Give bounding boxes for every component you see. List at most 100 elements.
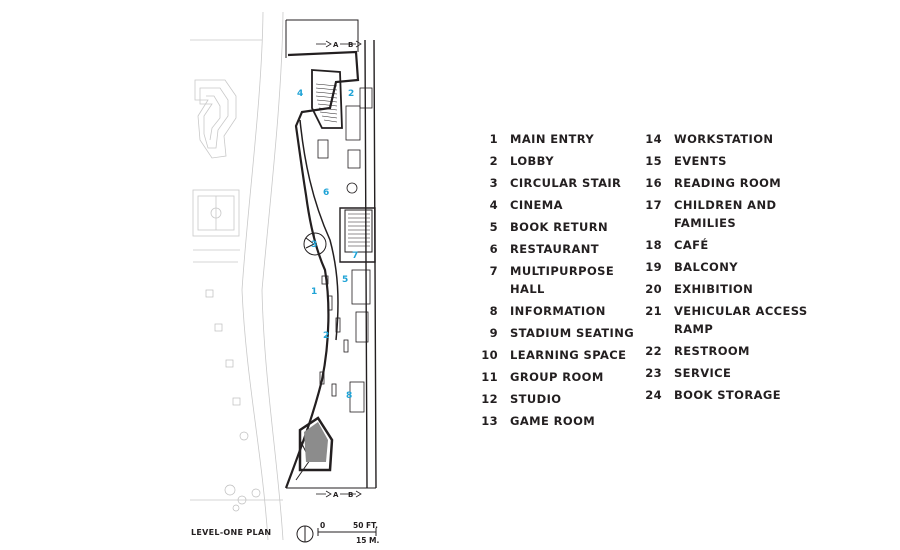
legend-number: 7 bbox=[489, 264, 498, 278]
legend-number: 17 bbox=[645, 198, 662, 212]
legend-item: 17 CHILDREN AND FAMILIES bbox=[640, 196, 810, 232]
legend-number: 23 bbox=[645, 366, 662, 380]
legend-number: 14 bbox=[645, 132, 662, 146]
legend-number: 21 bbox=[645, 304, 662, 318]
legend-item: 3 CIRCULAR STAIR bbox=[476, 174, 636, 192]
legend-label: BOOK RETURN bbox=[510, 220, 609, 234]
legend-item: 24 BOOK STORAGE bbox=[640, 386, 810, 404]
legend-item: 16 READING ROOM bbox=[640, 174, 810, 192]
legend-number: 2 bbox=[489, 154, 498, 168]
interior-walls bbox=[317, 87, 373, 413]
scale-feet-label: 50 FT. bbox=[353, 521, 378, 530]
legend-label: GAME ROOM bbox=[510, 414, 596, 428]
legend-label: BOOK STORAGE bbox=[674, 388, 781, 402]
legend-item: 7 MULTIPURPOSE HALL bbox=[476, 262, 636, 298]
section-a-bottom-label: A bbox=[333, 491, 339, 499]
legend-number: 9 bbox=[489, 326, 498, 340]
legend-number: 5 bbox=[489, 220, 498, 234]
legend-label: RESTAURANT bbox=[510, 242, 600, 256]
legend-item: 4 CINEMA bbox=[476, 196, 636, 214]
legend-label: WORKSTATION bbox=[674, 132, 774, 146]
scale-bar bbox=[317, 528, 377, 536]
scale-meters-label: 15 M. bbox=[356, 536, 380, 545]
legend-number: 16 bbox=[645, 176, 662, 190]
legend-item: 6 RESTAURANT bbox=[476, 240, 636, 258]
room-label: 2 bbox=[348, 89, 354, 99]
legend-item: 1 MAIN ENTRY bbox=[476, 130, 636, 148]
legend-label: MULTIPURPOSE HALL bbox=[510, 264, 615, 296]
legend-label: EXHIBITION bbox=[674, 282, 754, 296]
legend-label: CINEMA bbox=[510, 198, 563, 212]
legend-number: 10 bbox=[481, 348, 498, 362]
legend-item: 12 STUDIO bbox=[476, 390, 636, 408]
legend-number: 6 bbox=[489, 242, 498, 256]
legend-item: 2 LOBBY bbox=[476, 152, 636, 170]
game-room-hatch bbox=[304, 422, 328, 462]
legend-number: 19 bbox=[645, 260, 662, 274]
legend-label: RESTROOM bbox=[674, 344, 750, 358]
legend-item: 8 INFORMATION bbox=[476, 302, 636, 320]
legend-number: 24 bbox=[645, 388, 662, 402]
room-label: 7 bbox=[352, 251, 358, 261]
legend-item: 15 EVENTS bbox=[640, 152, 810, 170]
legend-number: 11 bbox=[481, 370, 498, 384]
legend-label: INFORMATION bbox=[510, 304, 606, 318]
legend-number: 13 bbox=[481, 414, 498, 428]
legend-label: CAFÉ bbox=[674, 238, 709, 252]
section-b-bottom-label: B bbox=[348, 491, 353, 499]
multipurpose-hall-hatch bbox=[348, 213, 370, 247]
legend-item: 19 BALCONY bbox=[640, 258, 810, 276]
legend-label: BALCONY bbox=[674, 260, 738, 274]
room-label: 8 bbox=[346, 391, 352, 401]
legend-label: STADIUM SEATING bbox=[510, 326, 635, 340]
legend-label: CIRCULAR STAIR bbox=[510, 176, 622, 190]
legend-label: LOBBY bbox=[510, 154, 554, 168]
legend-item: 23 SERVICE bbox=[640, 364, 810, 382]
legend-item: 9 STADIUM SEATING bbox=[476, 324, 636, 342]
legend-column-1: 1 MAIN ENTRY 2 LOBBY 3 CIRCULAR STAIR 4 CINEMA 5… bbox=[476, 130, 636, 434]
section-b-top-label: B bbox=[348, 41, 353, 49]
legend-item: 14 WORKSTATION bbox=[640, 130, 810, 148]
section-markers-top bbox=[316, 40, 362, 48]
legend-label: STUDIO bbox=[510, 392, 562, 406]
site-trees bbox=[205, 289, 261, 512]
room-label: 5 bbox=[342, 275, 348, 285]
legend-number: 12 bbox=[481, 392, 498, 406]
legend-number: 1 bbox=[489, 132, 498, 146]
north-arrow-icon bbox=[296, 525, 314, 543]
room-label: 2 bbox=[323, 331, 329, 341]
legend-label: SERVICE bbox=[674, 366, 732, 380]
section-markers-bottom bbox=[316, 490, 362, 498]
legend-item: 5 BOOK RETURN bbox=[476, 218, 636, 236]
legend-label: CHILDREN AND FAMILIES bbox=[674, 198, 777, 230]
legend-number: 20 bbox=[645, 282, 662, 296]
room-label: 1 bbox=[311, 287, 317, 297]
legend-column-2: 14 WORKSTATION 15 EVENTS 16 READING ROOM 17 CHI… bbox=[640, 130, 810, 408]
legend-item: 20 EXHIBITION bbox=[640, 280, 810, 298]
legend-label: GROUP ROOM bbox=[510, 370, 604, 384]
plan-caption: LEVEL-ONE PLAN bbox=[191, 528, 272, 537]
legend-item: 22 RESTROOM bbox=[640, 342, 810, 360]
section-a-top-label: A bbox=[333, 41, 339, 49]
site-context bbox=[190, 11, 284, 541]
legend-number: 15 bbox=[645, 154, 662, 168]
stadium-seating-hatch bbox=[315, 83, 338, 123]
legend-label: EVENTS bbox=[674, 154, 727, 168]
legend-item: 18 CAFÉ bbox=[640, 236, 810, 254]
legend-number: 22 bbox=[645, 344, 662, 358]
legend-label: READING ROOM bbox=[674, 176, 782, 190]
legend-number: 8 bbox=[489, 304, 498, 318]
room-label: 6 bbox=[323, 188, 329, 198]
building-outline bbox=[284, 19, 377, 489]
circular-stair bbox=[303, 232, 327, 256]
scale-zero-label: 0 bbox=[320, 521, 326, 530]
legend-number: 4 bbox=[489, 198, 498, 212]
legend-item: 11 GROUP ROOM bbox=[476, 368, 636, 386]
legend-number: 18 bbox=[645, 238, 662, 252]
legend-number: 3 bbox=[489, 176, 498, 190]
legend-item: 13 GAME ROOM bbox=[476, 412, 636, 430]
legend-label: MAIN ENTRY bbox=[510, 132, 595, 146]
